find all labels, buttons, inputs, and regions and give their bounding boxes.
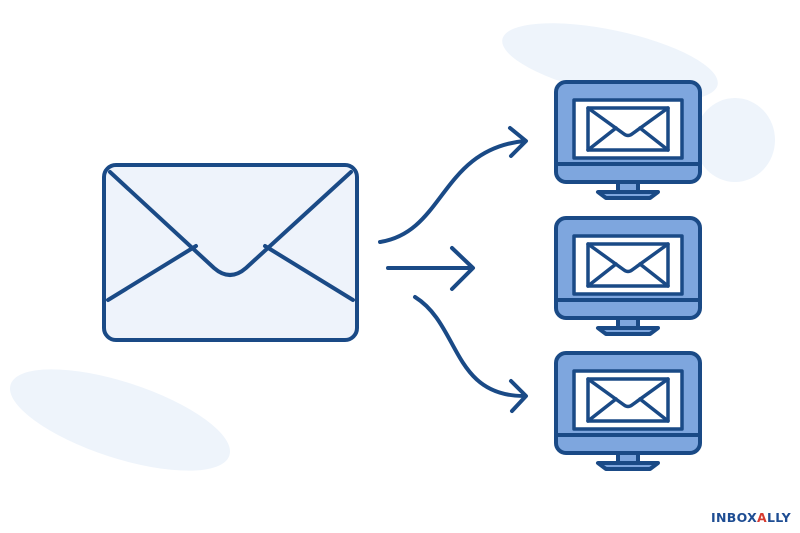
- monitor-icon-top: [554, 80, 702, 200]
- arrow-icon-straight: [386, 246, 475, 291]
- monitor-icon-bottom: [554, 351, 702, 471]
- brand-logo-part-lly: LLY: [767, 509, 791, 525]
- background-blob-right: [695, 98, 775, 182]
- arrow-icon-down: [413, 295, 528, 413]
- background-blob-bottom-left: [9, 369, 231, 471]
- brand-logo-part-a: A: [757, 509, 767, 525]
- distribution-arrows: [378, 126, 528, 413]
- monitor-icon-middle: [554, 216, 702, 336]
- brand-logo-part-inbox: INBOX: [711, 509, 758, 525]
- envelope-icon: [102, 163, 359, 342]
- arrow-icon-up: [378, 126, 528, 244]
